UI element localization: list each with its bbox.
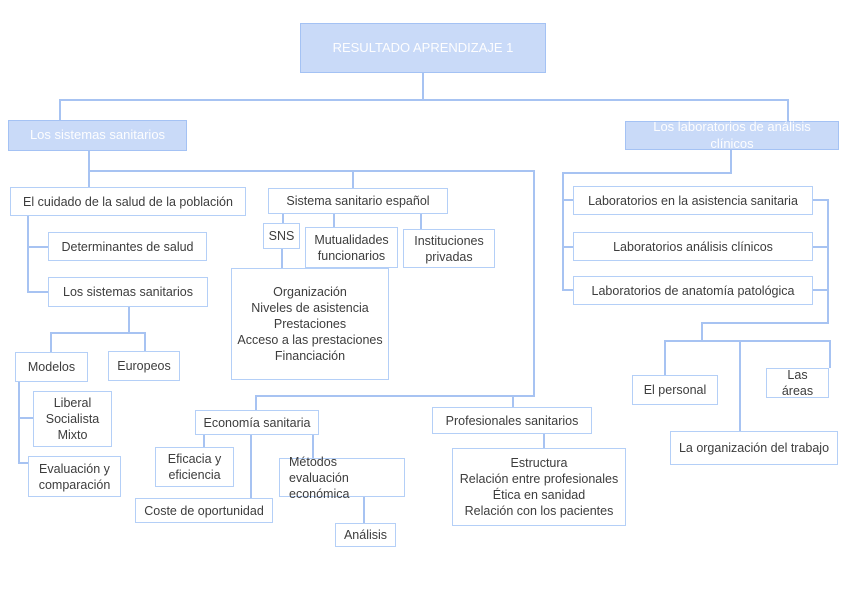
connector-line (730, 150, 732, 174)
node-sns: SNS (263, 223, 300, 249)
connector-line (813, 246, 829, 248)
node-resultado-aprendizaje: RESULTADO APRENDIZAJE 1 (300, 23, 546, 73)
connector-line (352, 170, 354, 189)
connector-line (701, 322, 829, 324)
node-profesionales-temas: Estructura Relación entre profesionales … (452, 448, 626, 526)
node-europeos: Europeos (108, 351, 180, 381)
connector-line (827, 199, 829, 324)
connector-line (144, 332, 146, 352)
connector-line (50, 332, 146, 334)
connector-line (88, 151, 90, 188)
connector-line (420, 214, 422, 230)
connector-line (59, 99, 789, 101)
connector-line (533, 170, 535, 397)
connector-line (562, 172, 732, 174)
node-el-personal: El personal (632, 375, 718, 405)
node-lab-analisis-clinicos: Laboratorios análisis clínicos (573, 232, 813, 261)
connector-line (18, 417, 34, 419)
connector-line (664, 340, 831, 342)
connector-line (27, 246, 49, 248)
connector-line (250, 435, 252, 499)
connector-line (50, 332, 52, 353)
connector-line (128, 307, 130, 334)
connector-line (27, 216, 29, 293)
connector-line (701, 322, 703, 342)
connector-line (312, 435, 314, 459)
node-modelos: Modelos (15, 352, 88, 382)
connector-line (813, 199, 829, 201)
connector-line (333, 214, 335, 228)
node-profesionales-sanitarios: Profesionales sanitarios (432, 407, 592, 434)
node-las-areas: Las áreas (766, 368, 829, 398)
connector-line (422, 73, 424, 100)
connector-line (255, 395, 257, 411)
connector-line (562, 172, 564, 291)
connector-line (664, 340, 666, 375)
connector-line (562, 289, 574, 291)
node-lab-asistencia-sanitaria: Laboratorios en la asistencia sanitaria (573, 186, 813, 215)
connector-line (363, 496, 365, 524)
connector-line (255, 395, 535, 397)
node-coste-oportunidad: Coste de oportunidad (135, 498, 273, 523)
connector-line (59, 99, 61, 121)
connector-line (27, 291, 49, 293)
node-lab-anatomia-patologica: Laboratorios de anatomía patológica (573, 276, 813, 305)
connector-line (813, 289, 829, 291)
node-eficacia-eficiencia: Eficacia y eficiencia (155, 447, 234, 487)
node-analisis: Análisis (335, 523, 396, 547)
connector-line (18, 462, 29, 464)
connector-line (281, 249, 283, 269)
connector-line (282, 214, 284, 224)
connector-line (88, 170, 535, 172)
node-cuidado-salud-poblacion: El cuidado de la salud de la población (10, 187, 246, 216)
connector-line (787, 99, 789, 122)
node-modelos-tipos: Liberal Socialista Mixto (33, 391, 112, 447)
connector-line (203, 435, 205, 448)
node-sistemas-sanitarios-branch: Los sistemas sanitarios (8, 120, 187, 151)
node-evaluacion-comparacion: Evaluación y comparación (28, 456, 121, 497)
connector-line (562, 246, 574, 248)
node-instituciones-privadas: Instituciones privadas (403, 229, 495, 268)
connector-line (562, 199, 574, 201)
connector-line (512, 395, 514, 408)
node-mutualidades-funcionarios: Mutualidades funcionarios (305, 227, 398, 268)
connector-line (543, 433, 545, 449)
connector-line (18, 382, 20, 464)
node-sistema-sanitario-espanol: Sistema sanitario español (268, 188, 448, 214)
node-laboratorios-branch: Los laboratorios de análisis clínicos (625, 119, 839, 151)
node-sns-temas: Organización Niveles de asistencia Prest… (231, 268, 389, 380)
node-organizacion-trabajo: La organización del trabajo (670, 431, 838, 465)
node-determinantes-salud: Determinantes de salud (48, 232, 207, 261)
node-sistemas-sanitarios-sub: Los sistemas sanitarios (48, 277, 208, 307)
connector-line (739, 340, 741, 431)
connector-line (829, 340, 831, 368)
node-metodos-evaluacion: Métodos evaluación económica (279, 455, 405, 501)
node-economia-sanitaria: Economía sanitaria (195, 410, 319, 435)
